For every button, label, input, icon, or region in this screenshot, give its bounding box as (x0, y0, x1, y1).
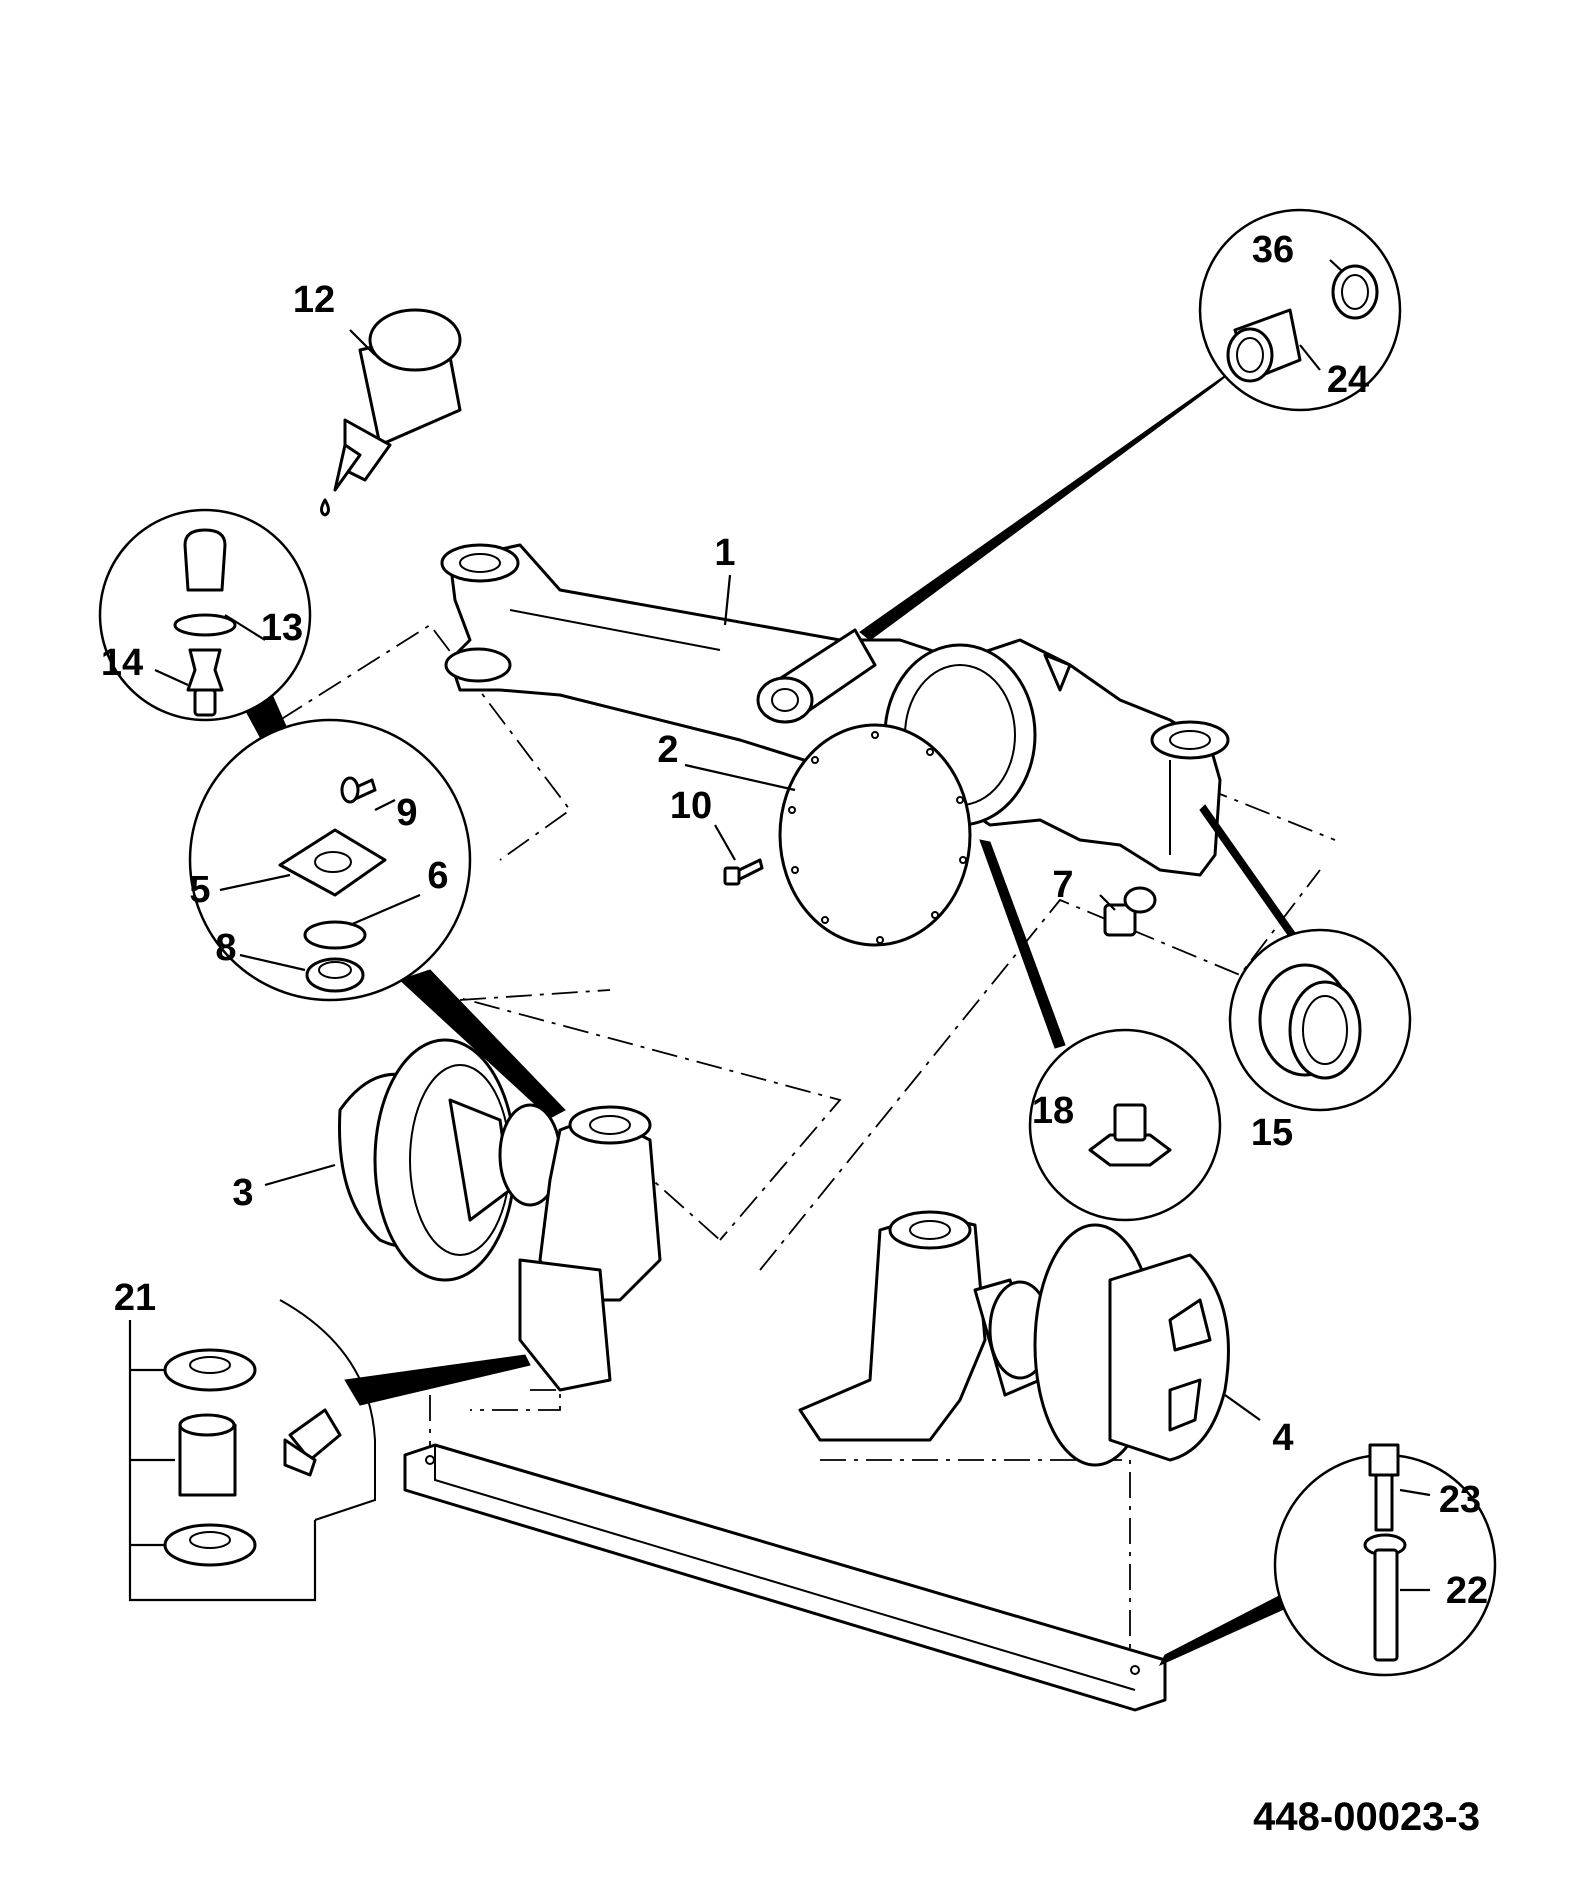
callout-12: 12 (293, 279, 335, 321)
callout-24: 24 (1327, 359, 1369, 401)
bushing-kit (128, 1299, 531, 1602)
axle-beam (440, 543, 1230, 877)
leader-lines (264, 329, 1261, 1421)
right-hub (798, 1210, 1230, 1467)
reference-number: 448-00023-3 (1253, 1795, 1480, 1839)
callout-labels: 1 2 3 4 5 6 7 8 9 10 12 13 14 15 18 21 2… (101, 229, 1488, 1839)
detail-circle-kingpin (188, 718, 566, 1119)
callout-9: 9 (396, 792, 417, 834)
callout-1: 1 (714, 532, 735, 574)
lubricant-bottle (320, 308, 462, 517)
callout-4: 4 (1272, 1417, 1293, 1459)
callout-13: 13 (261, 607, 303, 649)
callout-8: 8 (215, 927, 236, 969)
callout-18: 18 (1032, 1090, 1074, 1132)
left-hub (338, 1038, 662, 1392)
callout-2: 2 (657, 729, 678, 771)
detail-circle-pin (1158, 1443, 1497, 1677)
callout-3: 3 (232, 1172, 253, 1214)
detail-circle-drain-plug (979, 839, 1222, 1222)
callout-36: 36 (1252, 229, 1294, 271)
callout-7: 7 (1052, 864, 1073, 906)
callout-5: 5 (189, 869, 210, 911)
plug-7 (1103, 886, 1157, 937)
detail-circle-seal (1199, 804, 1412, 1112)
cross-bar (403, 1443, 1167, 1712)
callout-15: 15 (1251, 1112, 1293, 1154)
detail-circle-bushing (859, 208, 1402, 641)
callout-21: 21 (114, 1277, 156, 1319)
bolt-10 (723, 858, 764, 886)
cover-plate (778, 723, 972, 947)
callout-14: 14 (101, 642, 143, 684)
callout-6: 6 (427, 855, 448, 897)
callout-23: 23 (1439, 1479, 1481, 1521)
callout-10: 10 (670, 785, 712, 827)
callout-22: 22 (1446, 1570, 1488, 1612)
